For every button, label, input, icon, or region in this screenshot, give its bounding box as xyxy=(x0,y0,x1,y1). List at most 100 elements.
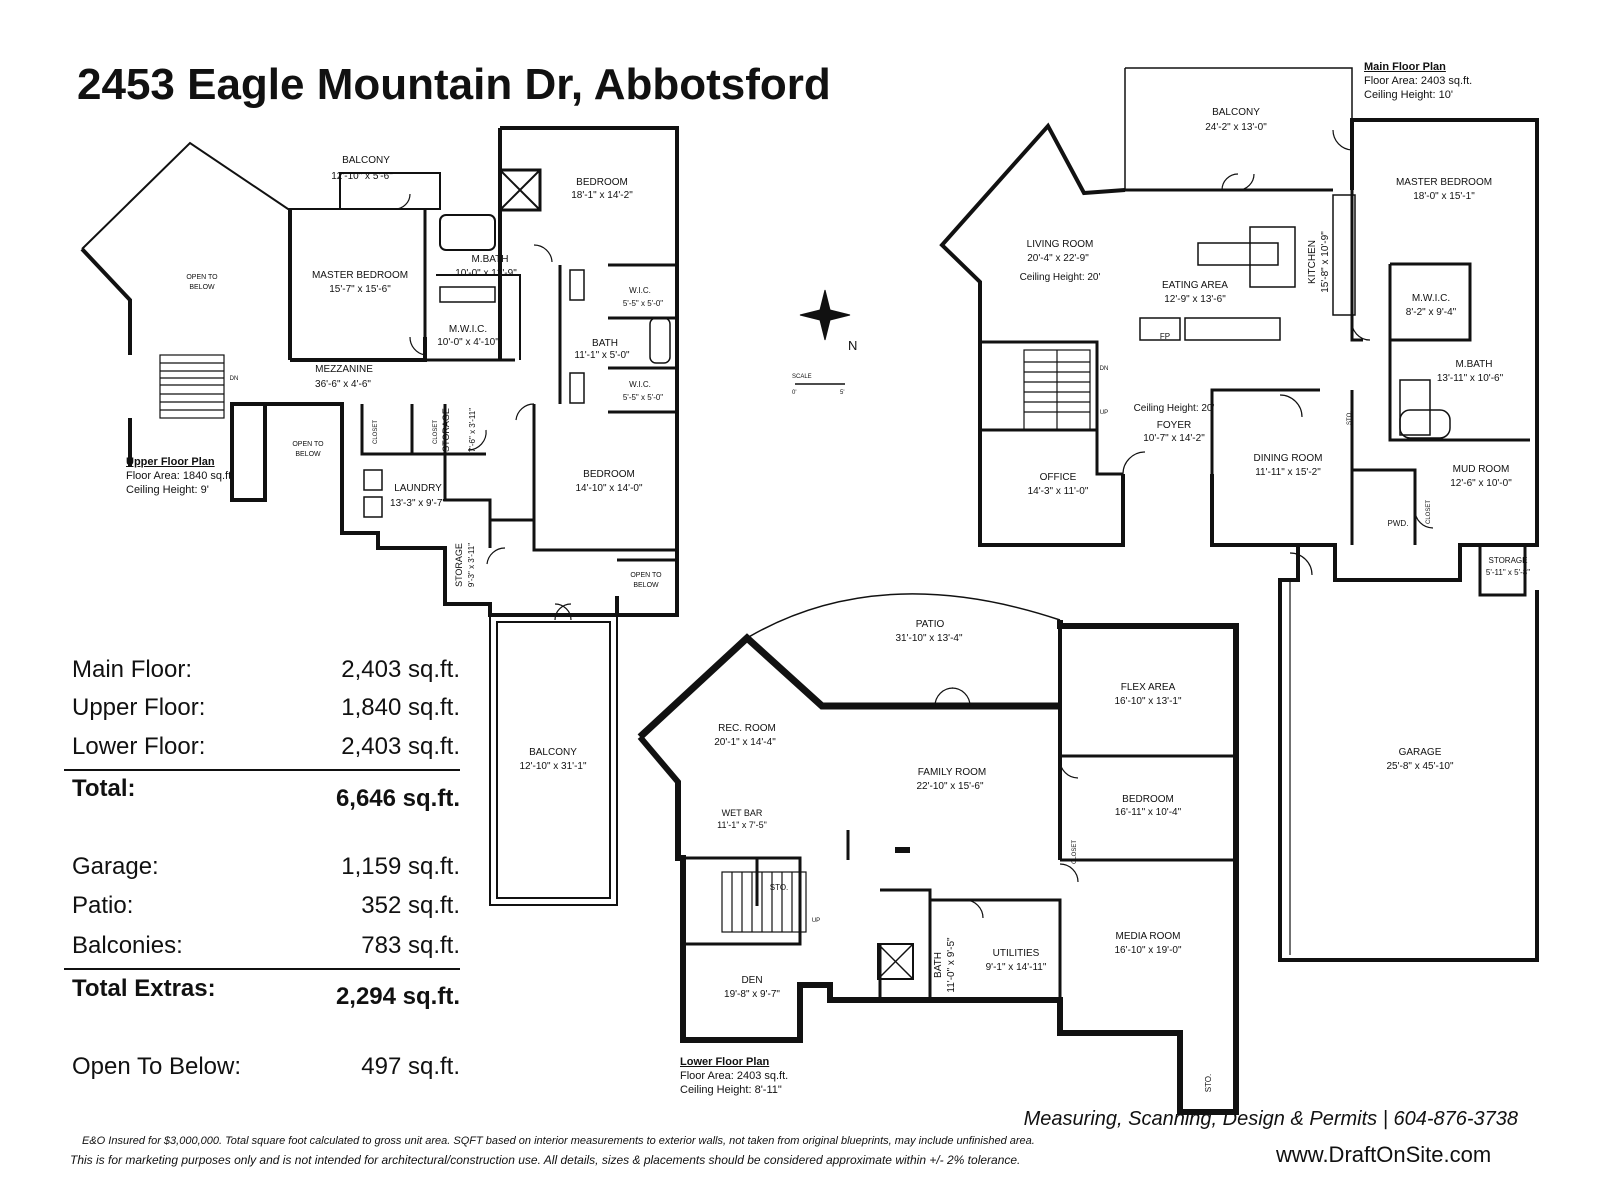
lower-flex-area-name: FLEX AREA xyxy=(1121,682,1176,693)
upper-bath-dim: 11'-1" x 5'-0" xyxy=(574,350,630,361)
stat-value: 2,403 sq.ft. xyxy=(341,733,460,760)
main-floor-stairs xyxy=(1023,349,1091,431)
upper-wic-2-dim: 5'-5" x 5'-0" xyxy=(623,393,663,402)
main-kitchen-name: KITCHEN xyxy=(1307,240,1318,284)
stat-lower-floor: Lower Floor: 2,403 sq.ft. xyxy=(72,733,460,769)
main-plan-ceiling: Ceiling Height: 10' xyxy=(1364,89,1453,101)
upper-storage-2-name: STORAGE xyxy=(454,543,464,587)
upper-open-below-2-name: OPEN TO xyxy=(292,441,324,448)
lower-bedroom-name: BEDROOM xyxy=(1122,794,1174,805)
upper-bedroom-2-dim: 14'-10" x 14'-0" xyxy=(575,483,643,494)
upper-plan-ceiling: Ceiling Height: 9' xyxy=(126,484,209,496)
main-living-room-name: LIVING ROOM xyxy=(1027,239,1094,250)
lower-den-dim: 19'-8" x 9'-7" xyxy=(724,989,780,1000)
footer-insured: E&O Insured for $3,000,000. Total square… xyxy=(82,1135,1035,1147)
upper-laundry-dim: 13'-3" x 9'-7" xyxy=(390,498,446,509)
stat-label: Main Floor: xyxy=(72,656,193,683)
stat-value: 1,840 sq.ft. xyxy=(341,694,460,721)
upper-master-bedroom-name: MASTER BEDROOM xyxy=(312,270,408,281)
footer-website-link[interactable]: www.DraftOnSite.com xyxy=(1276,1142,1492,1167)
main-sto-label: STO. xyxy=(1347,411,1353,425)
stat-main-floor: Main Floor: 2,403 sq.ft. xyxy=(72,656,460,692)
lower-wet-bar-name: WET BAR xyxy=(722,808,763,818)
stat-upper-floor: Upper Floor: 1,840 sq.ft. xyxy=(72,694,460,730)
upper-closet-label-1: CLOSET xyxy=(373,420,379,444)
stat-label: Balconies: xyxy=(72,932,183,959)
extras-divider xyxy=(64,968,460,970)
main-storage-name: STORAGE xyxy=(1489,556,1528,565)
compass-north-label: N xyxy=(848,338,857,353)
upper-laundry-name: LAUNDRY xyxy=(394,483,442,494)
main-doors xyxy=(1122,129,1434,576)
upper-balcony-top-dim: 12'-10" x 5'-6" xyxy=(331,171,393,182)
stat-patio: Patio: 352 sq.ft. xyxy=(72,892,460,928)
main-plan-header: Main Floor Plan Floor Area: 2403 sq.ft. … xyxy=(1364,60,1472,102)
upper-bedroom-1-name: BEDROOM xyxy=(576,177,628,188)
upper-balcony-bottom-name: BALCONY xyxy=(529,747,577,758)
lower-sto-label-2: STO. xyxy=(1204,1074,1213,1093)
lower-rec-room-dim: 20'-1" x 14'-4" xyxy=(714,737,776,748)
upper-bottom-balcony xyxy=(489,614,618,906)
lower-closet-label: CLOSET xyxy=(1072,840,1078,864)
upper-floor-walls xyxy=(80,126,679,617)
upper-plan-header: Upper Floor Plan Floor Area: 1840 sq.ft.… xyxy=(126,455,234,497)
stat-value: 1,159 sq.ft. xyxy=(341,853,460,880)
lower-bath-dim: 11'-0" x 9'-5" xyxy=(946,937,957,993)
lower-family-room-name: FAMILY ROOM xyxy=(918,767,987,778)
stat-balconies: Balconies: 783 sq.ft. xyxy=(72,932,460,968)
upper-bedroom-1-dim: 18'-1" x 14'-2" xyxy=(571,190,633,201)
main-balcony-dim: 24'-2" x 13'-0" xyxy=(1205,122,1267,133)
upper-open-below-1-name: OPEN TO xyxy=(186,274,218,281)
upper-bath-name: BATH xyxy=(592,338,618,349)
main-dn-label: DN xyxy=(1100,366,1109,372)
main-living-room-dim: 20'-4" x 22'-9" xyxy=(1027,253,1089,264)
footer-services: Measuring, Scanning, Design & Permits | … xyxy=(1023,1108,1518,1130)
page-title: 2453 Eagle Mountain Dr, Abbotsford xyxy=(77,60,831,109)
stat-label: Upper Floor: xyxy=(72,694,206,721)
main-master-bedroom-name: MASTER BEDROOM xyxy=(1396,177,1492,188)
upper-mwic-name: M.W.I.C. xyxy=(449,324,487,335)
stat-label: Garage: xyxy=(72,853,159,880)
lower-flex-area-dim: 16'-10" x 13'-1" xyxy=(1114,696,1182,707)
main-dining-room-dim: 11'-11" x 15'-2" xyxy=(1255,467,1321,478)
upper-balcony-bottom-dim: 12'-10" x 31'-1" xyxy=(519,761,587,772)
main-office-name: OFFICE xyxy=(1040,472,1077,483)
upper-bedroom-2-name: BEDROOM xyxy=(583,469,635,480)
lower-patio-name: PATIO xyxy=(916,619,945,630)
lower-plan-header: Lower Floor Plan Floor Area: 2403 sq.ft.… xyxy=(680,1055,788,1097)
lower-bath-name: BATH xyxy=(933,952,944,978)
upper-mbath-name: M.BATH xyxy=(471,254,508,265)
main-mwic-dim: 8'-2" x 9'-4" xyxy=(1406,307,1457,318)
lower-wet-bar-dim: 11'-1" x 7'-5" xyxy=(717,820,767,830)
stat-value: 497 sq.ft. xyxy=(361,1053,460,1080)
upper-wic-1-name: W.I.C. xyxy=(629,286,651,295)
footer-disclaimer: This is for marketing purposes only and … xyxy=(70,1153,1021,1167)
stat-label: Open To Below: xyxy=(72,1053,241,1080)
upper-dn-label: DN xyxy=(230,376,239,382)
upper-plan-title: Upper Floor Plan xyxy=(126,456,215,468)
stat-total-extras: Total Extras: 2,294 sq.ft. xyxy=(72,975,460,1011)
lower-sto-label-1: STO. xyxy=(770,883,789,892)
main-living-room-ceiling: Ceiling Height: 20' xyxy=(1020,272,1101,283)
main-master-bedroom-dim: 18'-0" x 15'-1" xyxy=(1413,191,1475,202)
main-plan-title: Main Floor Plan xyxy=(1364,61,1446,73)
main-storage-dim: 5'-11" x 5'-8" xyxy=(1486,568,1530,577)
stat-value: 783 sq.ft. xyxy=(361,932,460,959)
stat-label: Total Extras: xyxy=(72,975,216,1002)
lower-utilities-name: UTILITIES xyxy=(993,948,1040,959)
total-divider xyxy=(64,769,460,771)
upper-master-bedroom-dim: 15'-7" x 15'-6" xyxy=(329,284,391,295)
main-floor-walls xyxy=(939,67,1539,962)
lower-rec-room-name: REC. ROOM xyxy=(718,723,776,734)
scale-start: 0' xyxy=(792,390,796,396)
lower-media-room-dim: 16'-10" x 19'-0" xyxy=(1114,945,1182,956)
main-kitchen-dim: 15'-8" x 10'-9" xyxy=(1320,231,1331,293)
stat-value: 2,403 sq.ft. xyxy=(341,656,460,683)
lower-family-room-dim: 22'-10" x 15'-6" xyxy=(916,781,984,792)
lower-den-name: DEN xyxy=(741,975,762,986)
main-pwd-label: PWD. xyxy=(1388,519,1409,528)
lower-floor-walls xyxy=(637,593,1239,1115)
main-mud-room-dim: 12'-6" x 10'-0" xyxy=(1450,478,1512,489)
main-fp-label: FP xyxy=(1160,332,1170,341)
